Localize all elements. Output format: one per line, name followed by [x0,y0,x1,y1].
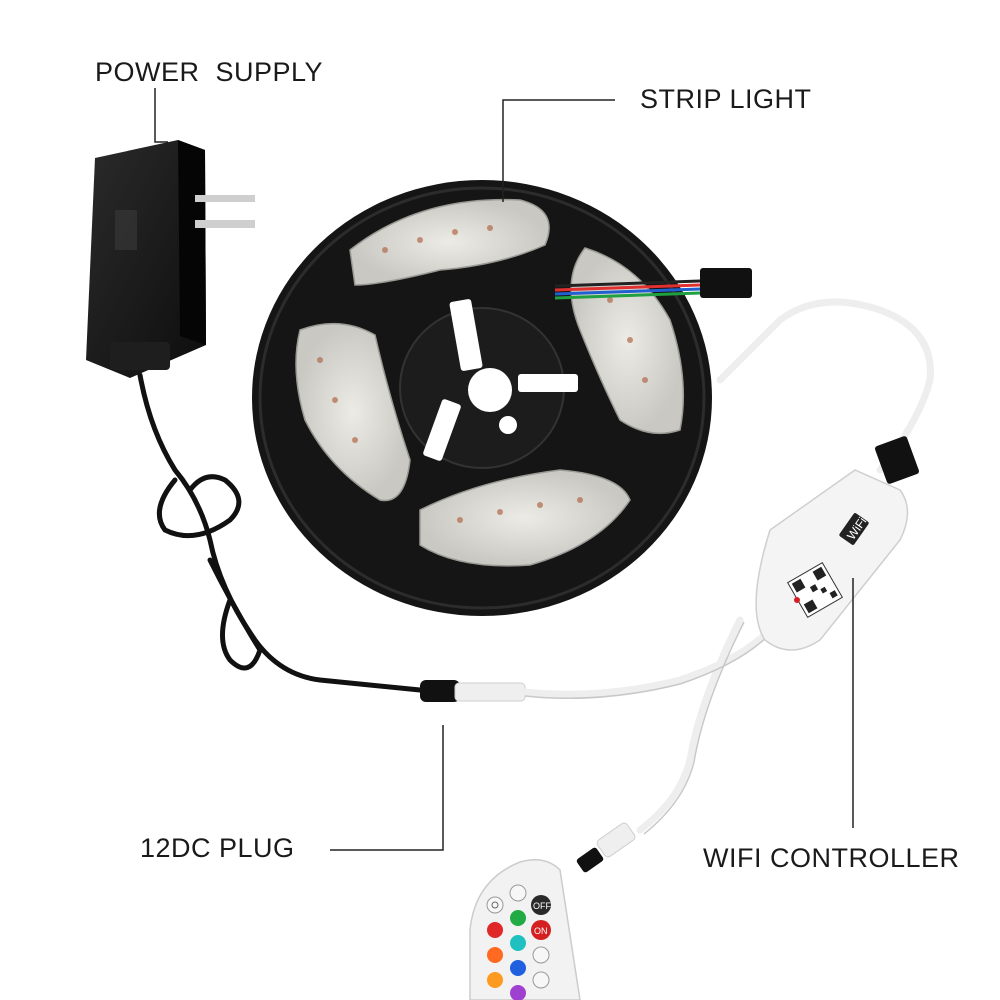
remote-off-label: OFF [533,901,551,911]
reel-hub [399,299,578,469]
power-cable [137,372,423,693]
strip-light-leader [502,99,615,202]
remote-off-button: OFF [531,895,551,915]
wifi-controller: WiFi [755,469,909,651]
ir-remote: OFF ON [469,859,581,1000]
power-supply-adapter [86,140,255,378]
qr-code-icon [786,561,844,619]
controller-cable-outline [524,621,771,835]
brightness-icon [491,901,499,909]
rgb-connector [875,436,919,484]
us-plug-icon [195,195,255,228]
leader-lines [154,88,854,851]
strip-light-label: STRIP LIGHT [640,84,812,114]
power-supply-label: POWER SUPPLY [95,57,324,87]
wifi-controller-label: WIFI CONTROLLER [703,843,960,873]
remote-receiver-plug [576,822,636,873]
strip-connector [554,268,752,300]
dc-plug-leader [330,725,444,851]
strip-light-reel [252,180,752,616]
remote-buttons [486,884,550,1000]
remote-on-label: ON [534,926,548,936]
controller-cable [521,298,934,834]
dc-plug-label: 12DC PLUG [140,833,295,863]
led-dots [317,225,648,523]
remote-on-button: ON [531,920,551,940]
dc-plug [420,680,526,702]
power-supply-leader [154,88,168,143]
